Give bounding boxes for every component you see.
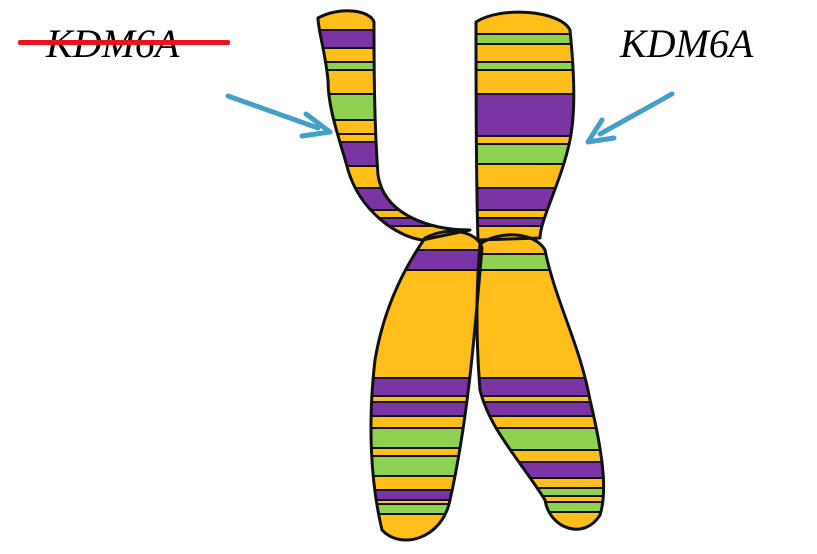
strikethrough-line	[18, 40, 230, 45]
chromatid-arm-top-right	[460, 0, 600, 260]
gene-label-right: KDM6A	[620, 24, 753, 64]
arrow-left	[228, 96, 330, 136]
arrow-right	[588, 94, 672, 142]
